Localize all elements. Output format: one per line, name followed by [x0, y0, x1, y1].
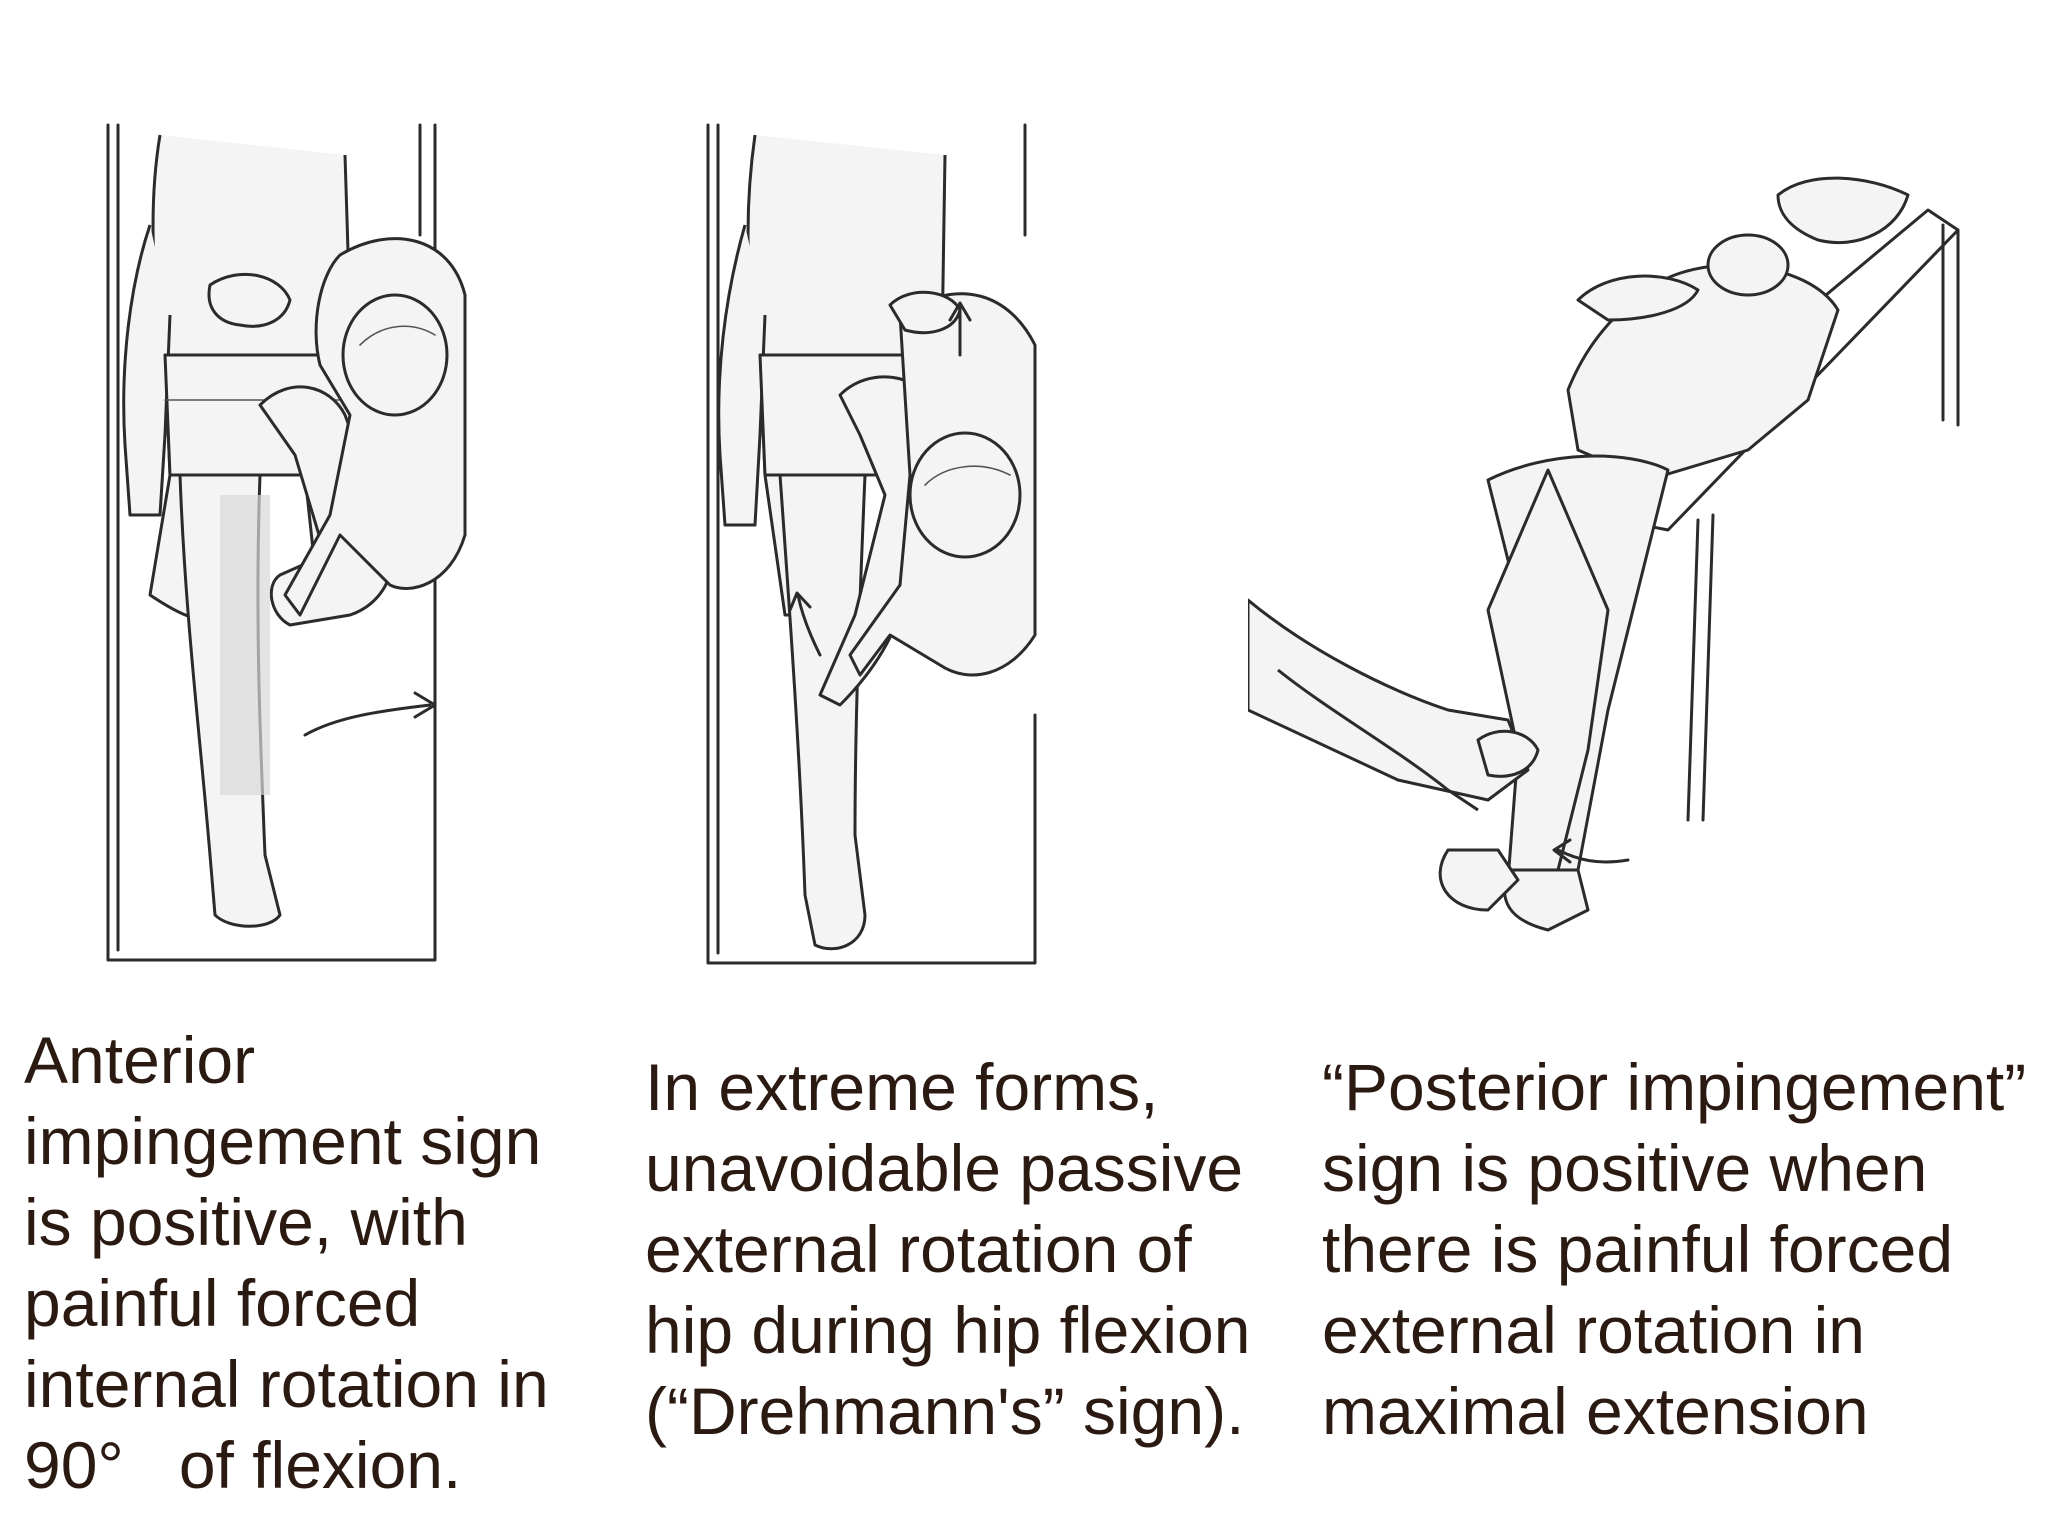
caption-line: 90° of flexion.	[24, 1428, 462, 1502]
caption-line: hip during hip flexion	[645, 1293, 1251, 1367]
caption-line: Anterior	[24, 1023, 256, 1097]
caption-line: “Posterior impingement”	[1322, 1050, 2027, 1124]
anterior-impingement-caption: Anterior impingement sign is positive, w…	[24, 1020, 549, 1506]
caption-line: is positive, with	[24, 1185, 468, 1259]
caption-line: painful forced	[24, 1266, 421, 1340]
caption-line: internal rotation in	[24, 1347, 549, 1421]
anterior-impingement-illustration	[106, 123, 467, 962]
caption-line: there is painful forced	[1322, 1212, 1954, 1286]
drehmann-sign-illustration	[706, 123, 1037, 965]
caption-line: In extreme forms,	[645, 1050, 1159, 1124]
posterior-impingement-caption: “Posterior impingement” sign is positive…	[1322, 1047, 2026, 1452]
caption-line: (“Drehmann's” sign).	[645, 1374, 1245, 1448]
caption-line: maximal extension	[1322, 1374, 1869, 1448]
posterior-impingement-illustration	[1248, 176, 1960, 932]
caption-line: external rotation of	[645, 1212, 1192, 1286]
caption-line: sign is positive when	[1322, 1131, 1928, 1205]
caption-line: unavoidable passive	[645, 1131, 1244, 1205]
caption-line: impingement sign	[24, 1104, 542, 1178]
caption-line: external rotation in	[1322, 1293, 1865, 1367]
drehmann-sign-caption: In extreme forms, unavoidable passive ex…	[645, 1047, 1250, 1452]
